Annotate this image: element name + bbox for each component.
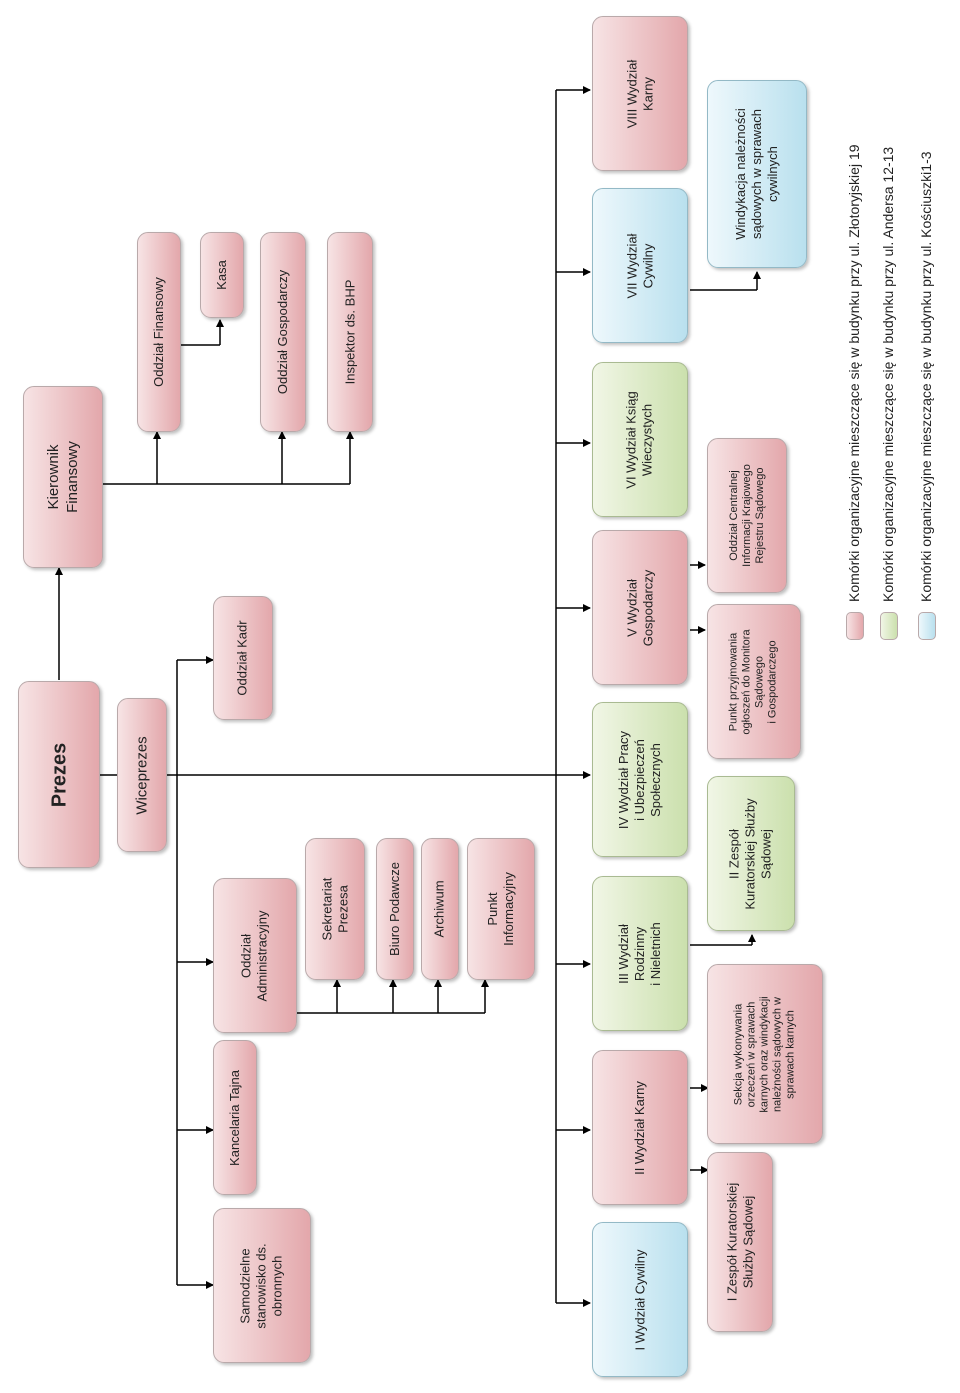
kierownik-finansowy-box: Kierownik Finansowy bbox=[23, 386, 103, 568]
wydzial-8-label: VIII Wydział Karny bbox=[623, 59, 655, 128]
wydzial-3-box: III Wydział Rodzinny i Nieletnich bbox=[592, 876, 688, 1031]
samodzielne-stanowisko-label: Samodzielne stanowisko ds. obronnych bbox=[237, 1242, 285, 1329]
inspektor-bhp-label: Inspektor ds. BHP bbox=[342, 279, 357, 385]
sekcja-wykonywania-box: Sekcja wykonywania orzeczeń w sprawach k… bbox=[707, 964, 823, 1144]
legend-text-blue: Komórki organizacyjne mieszczące się w b… bbox=[918, 151, 934, 602]
kancelaria-tajna-label: Kancelaria Tajna bbox=[227, 1069, 243, 1166]
wydzial-7-label: VII Wydział Cywilny bbox=[624, 233, 655, 298]
kasa-box: Kasa bbox=[200, 232, 244, 318]
wydzial-6-label: VI Wydział Ksiąg Wieczystych bbox=[624, 390, 656, 489]
wydzial-1-label: I Wydział Cywilny bbox=[632, 1248, 648, 1351]
prezes-box: Prezes bbox=[18, 681, 100, 868]
wydzial-4-box: IV Wydział Pracy i Ubezpieczeń Społeczny… bbox=[592, 702, 688, 857]
windykacja-label: Windykacja należności sądowych w sprawac… bbox=[733, 108, 781, 240]
oddzial-gospodarczy-label: Oddział Gospodarczy bbox=[275, 269, 290, 395]
punkt-przyjmowania-box: Punkt przyjmowania ogłoszeń do Monitora … bbox=[707, 604, 801, 759]
samodzielne-stanowisko-box: Samodzielne stanowisko ds. obronnych bbox=[213, 1208, 311, 1363]
legend-text-pink: Komórki organizacyjne mieszczące się w b… bbox=[846, 144, 862, 602]
sekcja-wykonywania-label: Sekcja wykonywania orzeczeń w sprawach k… bbox=[732, 995, 797, 1113]
oddzial-kadr-box: Oddział Kadr bbox=[213, 596, 273, 720]
legend-text-green: Komórki organizacyjne mieszczące się w b… bbox=[880, 146, 896, 602]
wydzial-5-label: V Wydział Gospodarczy bbox=[624, 569, 655, 646]
sekretariat-prezesa-box: Sekretariat Prezesa bbox=[305, 838, 365, 980]
punkt-informacyjny-label: Punkt Informacyjny bbox=[485, 872, 517, 946]
oddzial-administracyjny-label: Oddział Administracyjny bbox=[239, 909, 270, 1002]
windykacja-box: Windykacja należności sądowych w sprawac… bbox=[707, 80, 807, 268]
oddzial-kadr-label: Oddział Kadr bbox=[235, 620, 250, 696]
wiceprezes-label: Wiceprezes bbox=[133, 735, 151, 815]
inspektor-bhp-box: Inspektor ds. BHP bbox=[327, 232, 373, 432]
oddzial-administracyjny-box: Oddział Administracyjny bbox=[213, 878, 297, 1033]
wiceprezes-box: Wiceprezes bbox=[117, 698, 167, 852]
oddzial-gospodarczy-box: Oddział Gospodarczy bbox=[260, 232, 306, 432]
wydzial-8-box: VIII Wydział Karny bbox=[592, 16, 688, 171]
biuro-podawcze-box: Biuro Podawcze bbox=[376, 838, 414, 980]
zespol-kuratorski-2-label: II Zespół Kuratorskiej Służby Sądowej bbox=[727, 797, 774, 910]
wydzial-1-box: I Wydział Cywilny bbox=[592, 1222, 688, 1377]
archiwum-label: Archiwum bbox=[432, 880, 448, 938]
oddzial-centralnej-label: Oddział Centralnej Informacji Krajowego … bbox=[727, 464, 766, 567]
kierownik-finansowy-label: Kierownik Finansowy bbox=[44, 441, 81, 513]
wydzial-7-box: VII Wydział Cywilny bbox=[592, 188, 688, 343]
wydzial-2-box: II Wydział Karny bbox=[592, 1050, 688, 1205]
legend-swatch-blue bbox=[918, 612, 936, 640]
legend-swatch-green bbox=[880, 612, 898, 640]
zespol-kuratorski-1-label: I Zespół Kuratorskiej Służby Sądowej bbox=[724, 1182, 755, 1302]
wydzial-4-label: IV Wydział Pracy i Ubezpieczeń Społeczny… bbox=[616, 730, 664, 829]
archiwum-box: Archiwum bbox=[421, 838, 459, 980]
prezes-label: Prezes bbox=[48, 742, 70, 807]
kasa-label: Kasa bbox=[213, 260, 229, 290]
legend-swatch-pink bbox=[846, 612, 864, 640]
wydzial-3-label: III Wydział Rodzinny i Nieletnich bbox=[616, 921, 663, 986]
oddzial-finansowy-box: Oddział Finansowy bbox=[137, 232, 181, 432]
wydzial-2-label: II Wydział Karny bbox=[632, 1080, 647, 1175]
oddzial-finansowy-label: Oddział Finansowy bbox=[151, 277, 167, 387]
punkt-informacyjny-box: Punkt Informacyjny bbox=[467, 838, 535, 980]
punkt-przyjmowania-label: Punkt przyjmowania ogłoszeń do Monitora … bbox=[728, 628, 779, 735]
biuro-podawcze-label: Biuro Podawcze bbox=[387, 862, 403, 956]
wydzial-5-box: V Wydział Gospodarczy bbox=[592, 530, 688, 685]
zespol-kuratorski-1-box: I Zespół Kuratorskiej Służby Sądowej bbox=[707, 1152, 773, 1332]
sekretariat-prezesa-label: Sekretariat Prezesa bbox=[319, 877, 350, 941]
wydzial-6-box: VI Wydział Ksiąg Wieczystych bbox=[592, 362, 688, 517]
oddzial-centralnej-box: Oddział Centralnej Informacji Krajowego … bbox=[707, 438, 787, 593]
zespol-kuratorski-2-box: II Zespół Kuratorskiej Służby Sądowej bbox=[707, 776, 795, 931]
kancelaria-tajna-box: Kancelaria Tajna bbox=[213, 1040, 257, 1195]
